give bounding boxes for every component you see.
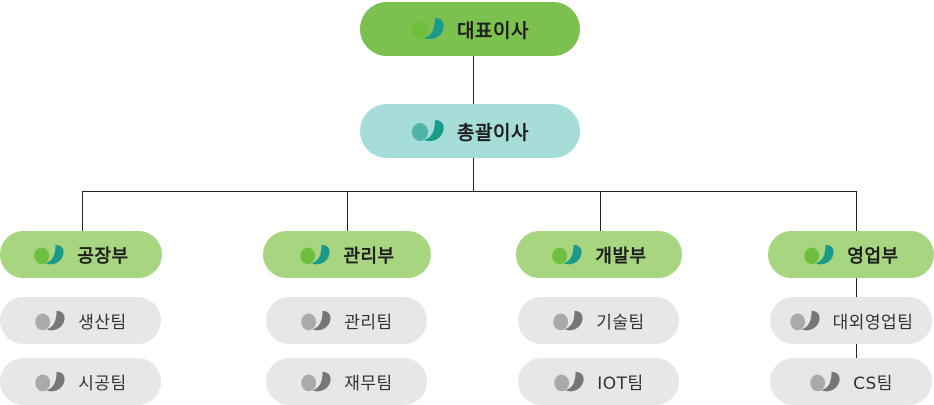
team-label: 대외영업팀	[832, 313, 914, 333]
leaf-logo-icon	[789, 310, 820, 330]
general-director-node: 총괄이사	[360, 104, 580, 158]
team-label: IOT팀	[597, 374, 644, 394]
ceo-to-director-line	[473, 54, 474, 104]
team-label: 관리팀	[344, 313, 393, 333]
team-label: 기술팀	[596, 313, 645, 333]
leaf-logo-icon	[553, 310, 583, 330]
bus-to-dept-1-line	[82, 191, 83, 231]
leaf-logo-icon	[804, 244, 834, 264]
department-node: 영업부	[768, 231, 934, 278]
department-label: 개발부	[595, 245, 647, 267]
department-label: 영업부	[847, 245, 899, 267]
ceo-node: 대표이사	[360, 2, 580, 56]
leaf-logo-icon	[301, 371, 331, 391]
leaf-logo-icon	[412, 120, 444, 142]
department-label: 공장부	[77, 245, 129, 267]
leaf-logo-icon	[35, 310, 65, 330]
team-node: 재무팀	[266, 358, 427, 405]
bus-to-dept-4-line	[856, 191, 857, 231]
team-node: 생산팀	[0, 297, 161, 344]
department-node: 공장부	[0, 231, 162, 278]
team-node: CS팀	[770, 358, 932, 405]
department-label: 관리부	[343, 245, 395, 267]
leaf-logo-icon	[552, 244, 582, 264]
team-label: 시공팀	[78, 374, 127, 394]
team-node: 관리팀	[266, 297, 427, 344]
general-director-label: 총괄이사	[457, 121, 529, 144]
team-node: IOT팀	[518, 358, 679, 405]
department-bus-line	[82, 191, 857, 192]
leaf-logo-icon	[300, 244, 330, 264]
leaf-logo-icon	[810, 371, 840, 391]
leaf-logo-icon	[34, 244, 64, 264]
leaf-logo-icon	[301, 310, 331, 330]
team-node: 기술팀	[518, 297, 679, 344]
department-node: 개발부	[516, 231, 682, 278]
ceo-label: 대표이사	[457, 19, 529, 42]
leaf-logo-icon	[554, 371, 584, 391]
team-node: 시공팀	[0, 358, 161, 405]
team-label: CS팀	[853, 374, 893, 394]
team-node: 대외영업팀	[770, 297, 932, 344]
leaf-logo-icon	[35, 371, 65, 391]
bus-to-dept-2-line	[347, 191, 348, 231]
leaf-logo-icon	[412, 18, 444, 40]
department-node: 관리부	[263, 231, 431, 278]
team-label: 생산팀	[78, 313, 127, 333]
team-label: 재무팀	[344, 374, 393, 394]
bus-to-dept-3-line	[600, 191, 601, 231]
director-to-bus-line	[473, 158, 474, 192]
